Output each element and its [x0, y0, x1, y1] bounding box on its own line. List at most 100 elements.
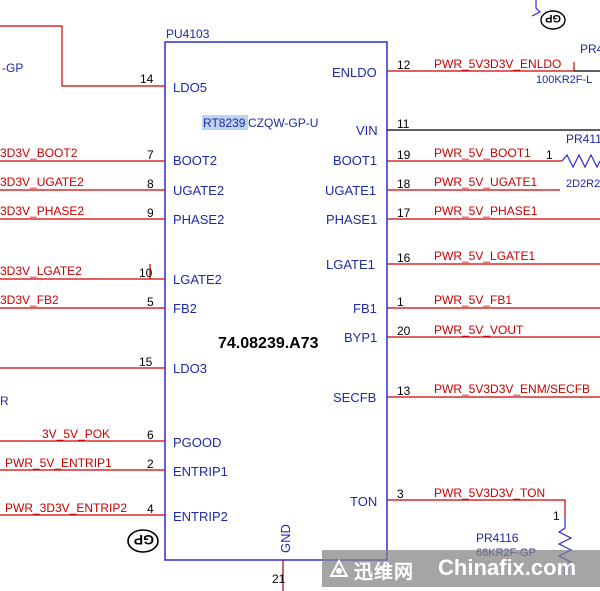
svg-text:FB1: FB1: [353, 301, 377, 316]
mid-right-value: 2D2R2: [566, 178, 600, 190]
part-highlight-box: [202, 115, 248, 130]
svg-text:LGATE1: LGATE1: [326, 257, 375, 272]
svg-text:PWR_5V3D3V_TON: PWR_5V3D3V_TON: [434, 486, 545, 500]
svg-text:PGOOD: PGOOD: [173, 435, 221, 450]
svg-text:14: 14: [140, 72, 154, 86]
svg-text:8: 8: [147, 177, 154, 191]
pin-phase1: PWR_5V_PHASE1 17 PHASE1: [326, 204, 600, 227]
pin-gnd: GND 21: [272, 524, 293, 591]
watermark-english: Chinafix.com: [438, 555, 577, 580]
svg-text:PWR_5V_UGATE1: PWR_5V_UGATE1: [434, 175, 537, 189]
svg-text:7: 7: [147, 148, 154, 162]
pin-phase2: 3D3V_PHASE2 9 PHASE2: [0, 204, 224, 227]
svg-text:PWR_5V_FB1: PWR_5V_FB1: [434, 293, 512, 307]
svg-text:LDO3: LDO3: [173, 361, 207, 376]
pin-ton: PWR_5V3D3V_TON 3 TON: [350, 486, 566, 515]
svg-text:16: 16: [397, 251, 411, 265]
svg-text:LDO5: LDO5: [173, 80, 207, 95]
svg-text:ENLDO: ENLDO: [332, 65, 377, 80]
svg-text:15: 15: [139, 355, 153, 369]
pin-ugate2: 3D3V_UGATE2 8 UGATE2: [0, 175, 224, 198]
pin-fb1: PWR_5V_FB1 1 FB1: [353, 293, 600, 316]
svg-text:PWR_5V_LGATE1: PWR_5V_LGATE1: [434, 249, 535, 263]
svg-text:1: 1: [397, 295, 404, 309]
svg-text:PWR_3D3V_ENTRIP2: PWR_3D3V_ENTRIP2: [5, 501, 127, 515]
svg-text:6: 6: [147, 428, 154, 442]
svg-text:10: 10: [139, 266, 153, 280]
svg-text:PWR_5V3D3V_ENLDO: PWR_5V3D3V_ENLDO: [434, 57, 561, 71]
svg-text:GND: GND: [278, 524, 293, 553]
svg-text:11: 11: [397, 117, 410, 131]
svg-text:PHASE1: PHASE1: [326, 212, 377, 227]
watermark-logo-icon: [329, 558, 349, 577]
svg-text:PWR_5V_PHASE1: PWR_5V_PHASE1: [434, 204, 538, 218]
svg-text:19: 19: [397, 148, 411, 162]
svg-text:3D3V_FB2: 3D3V_FB2: [0, 293, 59, 307]
top-resistor-lead: [531, 0, 542, 17]
pin-vin: 11 VIN: [356, 117, 600, 138]
ic-body: [164, 41, 388, 561]
pin-boot1: PWR_5V_BOOT1 1 19 BOOT1: [333, 146, 600, 169]
pin-lgate2: 3D3V_LGATE2 10 LGATE2: [0, 264, 222, 287]
ldo5-upper-wire: [0, 25, 165, 87]
svg-text:3D3V_BOOT2: 3D3V_BOOT2: [0, 146, 78, 160]
left-gp-label: -GP: [2, 61, 23, 75]
watermark: 迅维网 Chinafix.com: [322, 550, 600, 587]
gp-badge-icon: GP: [127, 529, 159, 553]
svg-text:ENTRIP1: ENTRIP1: [173, 464, 228, 479]
ic-part-number-rest: CZQW-GP-U: [248, 116, 318, 130]
watermark-chinese: 迅维网: [354, 561, 415, 583]
svg-text:GP: GP: [545, 12, 561, 24]
pin-ugate1: PWR_5V_UGATE1 18 UGATE1: [325, 175, 560, 198]
svg-text:12: 12: [397, 58, 411, 72]
svg-text:UGATE2: UGATE2: [173, 183, 224, 198]
pin-ldo3: 15 LDO3: [0, 355, 207, 376]
svg-text:1: 1: [546, 148, 553, 162]
svg-text:17: 17: [397, 206, 411, 220]
pin-pgood: 3V_5V_POK 6 PGOOD: [0, 427, 221, 450]
svg-text:PWR_5V_VOUT: PWR_5V_VOUT: [434, 323, 524, 337]
pin-entrip2: PWR_3D3V_ENTRIP2 4 ENTRIP2: [0, 501, 228, 524]
pin-lgate1: PWR_5V_LGATE1 16 LGATE1: [326, 249, 600, 272]
ic-ref: PU4103: [166, 27, 210, 41]
svg-text:20: 20: [397, 324, 411, 338]
svg-text:PWR_5V3D3V_ENM/SECFB: PWR_5V3D3V_ENM/SECFB: [434, 382, 590, 396]
svg-text:SECFB: SECFB: [333, 390, 376, 405]
svg-text:BYP1: BYP1: [344, 330, 377, 345]
pin-byp1: PWR_5V_VOUT 20 BYP1: [344, 323, 600, 345]
svg-text:GP: GP: [134, 532, 154, 548]
top-right-value: 100KR2F-L: [536, 74, 592, 86]
svg-text:ENTRIP2: ENTRIP2: [173, 509, 228, 524]
svg-text:UGATE1: UGATE1: [325, 183, 376, 198]
svg-text:4: 4: [147, 502, 154, 516]
pin-entrip1: PWR_5V_ENTRIP1 2 ENTRIP1: [0, 456, 228, 479]
svg-text:3: 3: [397, 487, 404, 501]
top-right-ref: PR4: [580, 42, 600, 56]
svg-text:3D3V_UGATE2: 3D3V_UGATE2: [0, 175, 84, 189]
pin-boot2: 3D3V_BOOT2 7 BOOT2: [0, 146, 217, 168]
svg-text:9: 9: [147, 206, 154, 220]
ton-resistor-ref: PR4116: [476, 531, 519, 545]
svg-text:VIN: VIN: [356, 123, 378, 138]
left-r-label: R: [0, 394, 9, 408]
pin-secfb: PWR_5V3D3V_ENM/SECFB 13 SECFB: [333, 382, 600, 405]
svg-text:LGATE2: LGATE2: [173, 272, 222, 287]
svg-text:3D3V_LGATE2: 3D3V_LGATE2: [0, 264, 82, 278]
svg-text:PWR_5V_BOOT1: PWR_5V_BOOT1: [434, 146, 531, 160]
svg-text:FB2: FB2: [173, 301, 197, 316]
svg-text:21: 21: [272, 572, 286, 586]
svg-text:18: 18: [397, 177, 411, 191]
svg-text:5: 5: [147, 295, 154, 309]
svg-text:TON: TON: [350, 494, 377, 509]
ton-resistor-pin: 1: [553, 509, 560, 523]
mid-right-ref: PR411: [566, 132, 600, 146]
svg-text:BOOT2: BOOT2: [173, 153, 217, 168]
svg-text:PHASE2: PHASE2: [173, 212, 224, 227]
ic-ordering-number: 74.08239.A73: [218, 335, 319, 352]
svg-text:2: 2: [147, 457, 154, 471]
top-gp-badge-icon: GP: [540, 10, 566, 30]
svg-text:3D3V_PHASE2: 3D3V_PHASE2: [0, 204, 84, 218]
svg-text:3V_5V_POK: 3V_5V_POK: [42, 427, 110, 441]
pin-fb2: 3D3V_FB2 5 FB2: [0, 293, 197, 316]
